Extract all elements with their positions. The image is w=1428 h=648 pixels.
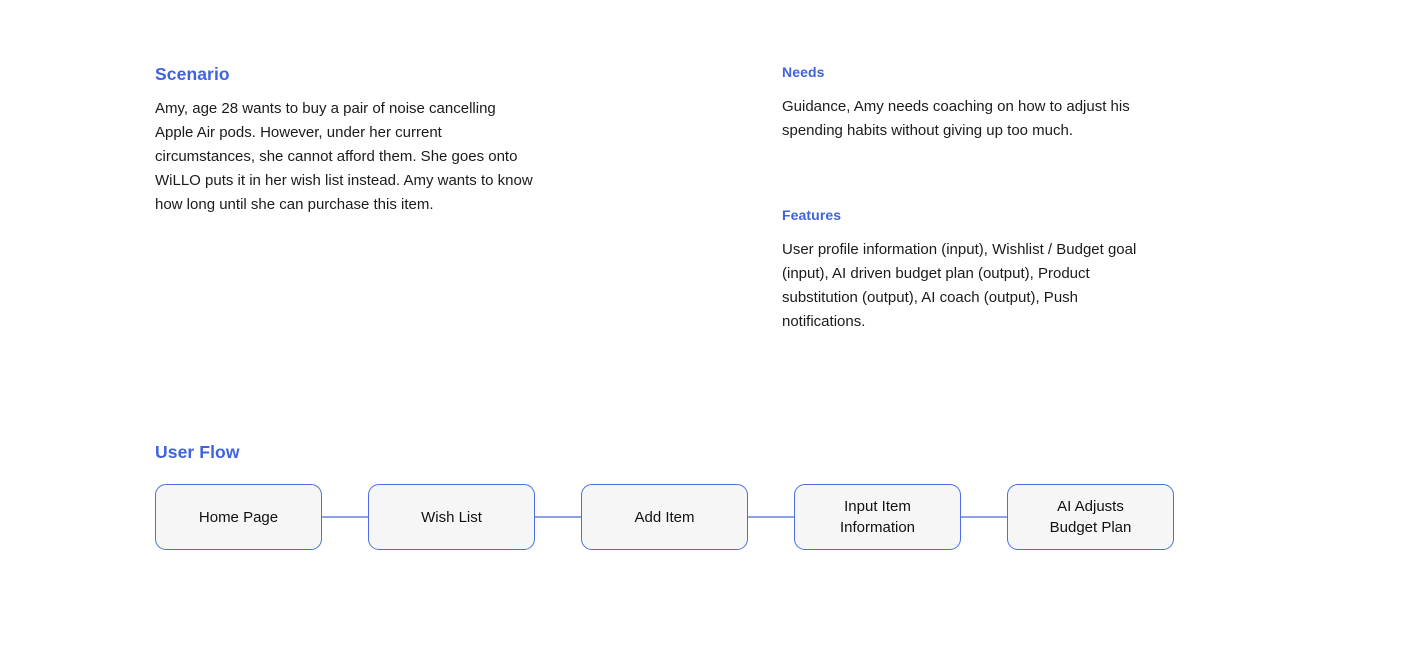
flow-node-ai-adjusts-budget-plan[interactable]: AI Adjusts Budget Plan bbox=[1007, 484, 1174, 550]
needs-heading: Needs bbox=[782, 64, 825, 80]
flow-connector-4 bbox=[961, 516, 1007, 518]
needs-body: Guidance, Amy needs coaching on how to a… bbox=[782, 98, 1130, 139]
user-flow-diagram: Home Page Wish List Add Item Input Item … bbox=[155, 484, 1174, 550]
flow-connector-2 bbox=[535, 516, 581, 518]
features-body: User profile information (input), Wishli… bbox=[782, 241, 1137, 330]
scenario-section: Scenario Amy, age 28 wants to buy a pair… bbox=[155, 63, 545, 217]
flow-node-home-page[interactable]: Home Page bbox=[155, 484, 322, 550]
flow-node-add-item[interactable]: Add Item bbox=[581, 484, 748, 550]
flow-connector-3 bbox=[748, 516, 794, 518]
user-flow-section: User Flow bbox=[155, 441, 1355, 463]
needs-section: Needs Guidance, Amy needs coaching on ho… bbox=[782, 63, 1162, 143]
features-section: Features User profile information (input… bbox=[782, 206, 1162, 334]
flow-connector-1 bbox=[322, 516, 368, 518]
flow-node-input-item-information[interactable]: Input Item Information bbox=[794, 484, 961, 550]
user-flow-heading: User Flow bbox=[155, 442, 240, 462]
flow-node-wish-list[interactable]: Wish List bbox=[368, 484, 535, 550]
features-heading: Features bbox=[782, 207, 842, 223]
scenario-body: Amy, age 28 wants to buy a pair of noise… bbox=[155, 100, 533, 213]
scenario-heading: Scenario bbox=[155, 64, 230, 84]
